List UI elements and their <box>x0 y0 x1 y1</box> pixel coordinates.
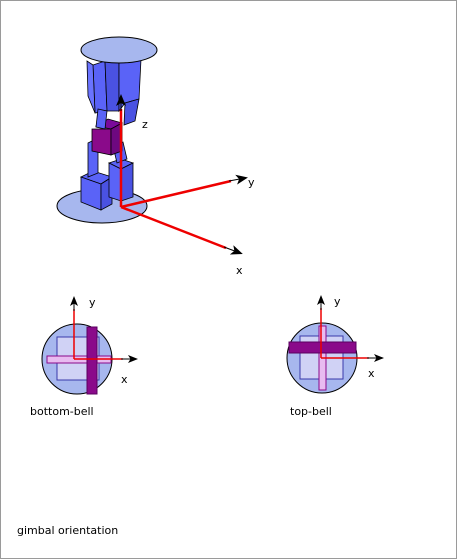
figure-caption: gimbal orientation <box>17 524 118 537</box>
y-axis-label: y <box>248 176 255 189</box>
bottom-bell-vertical-bar <box>86 326 98 395</box>
y-axis <box>120 179 232 209</box>
lower-leg-back <box>107 141 135 202</box>
top-plate <box>80 36 158 64</box>
z-axis-label: z <box>142 118 148 131</box>
bottom-bell-label: bottom-bell <box>30 405 94 418</box>
top-bell-x-label: x <box>368 367 375 380</box>
assembly-axes: z y x <box>116 94 255 277</box>
top-bell-horizontal-bar <box>288 341 357 354</box>
x-axis-arrow <box>223 245 243 255</box>
top-bell-y-label: y <box>334 295 341 308</box>
gimbal-assembly <box>56 36 158 224</box>
y-axis-arrow <box>228 174 248 185</box>
top-bell-label: top-bell <box>290 405 332 418</box>
top-bell-view: y x top-bell <box>286 295 384 418</box>
bottom-bell-y-label: y <box>89 296 96 309</box>
bottom-bell-view: y x bottom-bell <box>30 296 138 418</box>
upper-leg <box>86 56 142 130</box>
x-axis <box>120 205 227 250</box>
x-axis-label: x <box>236 264 243 277</box>
bottom-bell-x-label: x <box>121 373 128 386</box>
